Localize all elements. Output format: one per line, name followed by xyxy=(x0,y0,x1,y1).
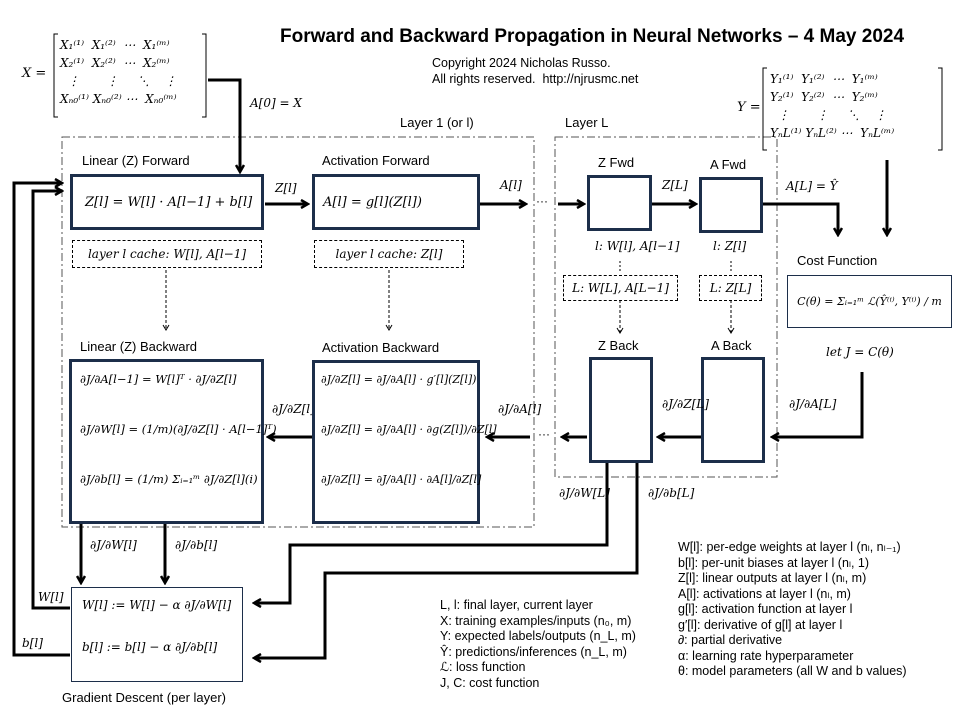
layer-L-label: Layer L xyxy=(565,115,609,130)
dbL-arrow xyxy=(254,462,639,658)
legend-item: α: learning rate hyperparameter xyxy=(678,648,854,663)
daL-label: ∂J/∂A[L] xyxy=(789,397,837,411)
copyright: Copyright 2024 Nicholas Russo. All right… xyxy=(432,55,638,87)
activation-backward-eq2: ∂J/∂Z[l] = ∂J/∂A[l] · ∂g(Z[l])/∂Z[l] xyxy=(321,423,497,436)
gd-eq-b: b[l] := b[l] − α ∂J/∂b[l] xyxy=(82,640,218,654)
dw-label: ∂J/∂W[l] xyxy=(90,538,137,552)
legend-item: Y: expected labels/outputs (n_L, m) xyxy=(440,629,636,643)
x-label: X = xyxy=(22,66,47,81)
z-fwd-title: Z Fwd xyxy=(598,155,635,170)
x-bracket-right xyxy=(202,33,207,118)
x-bracket-left xyxy=(53,33,58,118)
linear-backward-title: Linear (Z) Backward xyxy=(80,339,198,354)
z-cache-l: l: W[l], A[l−1] xyxy=(595,239,680,253)
z-arrow-label: Z[l] xyxy=(275,181,297,195)
linear-forward-equation: Z[l] = W[l] · A[l−1] + b[l] xyxy=(85,194,253,210)
copyright-line2: All rights reserved. http://njrusmc.net xyxy=(432,72,639,86)
gradient-descent-box: W[l] := W[l] − α ∂J/∂W[l] b[l] := b[l] −… xyxy=(71,587,243,682)
activation-backward-eq3: ∂J/∂Z[l] = ∂J/∂A[l] · ∂A[l]/∂Z[l] xyxy=(321,473,482,486)
legend-item: b[l]: per-unit biases at layer l (nₗ, 1) xyxy=(678,555,870,570)
a0-arrow xyxy=(208,78,240,172)
cost-function-box: C(θ) = Σᵢ₌₁ᵐ ℒ(Ŷ⁽ⁱ⁾, Y⁽ⁱ⁾) / m xyxy=(787,275,952,328)
daL-arrow xyxy=(772,372,864,437)
db-label: ∂J/∂b[l] xyxy=(175,538,218,552)
linear-backward-eq2: ∂J/∂W[l] = (1/m)(∂J/∂Z[l] · A[l−1]ᵀ) xyxy=(80,422,277,436)
dbL-label: ∂J/∂b[L] xyxy=(648,486,695,500)
legend-item: ∂: partial derivative xyxy=(678,633,783,647)
activation-forward-cache: layer l cache: Z[l] xyxy=(314,240,464,268)
x-matrix: X₁⁽¹⁾ X₁⁽²⁾ ⋯ X₁⁽ᵐ⁾ X₂⁽¹⁾ X₂⁽²⁾ ⋯ X₂⁽ᵐ⁾ … xyxy=(60,38,177,106)
legend-item: W[l]: per-edge weights at layer l (nₗ, n… xyxy=(678,540,901,554)
legend-left: L, l: final layer, current layer X: trai… xyxy=(440,598,636,691)
zL-label: Z[L] xyxy=(662,178,688,192)
y-bracket-left xyxy=(762,67,767,151)
z-fwd-box xyxy=(587,175,652,231)
dzL-label: ∂J/∂Z[L] xyxy=(662,397,709,411)
z-cache-L: L: W[L], A[L−1] xyxy=(563,275,678,301)
a-back-title: A Back xyxy=(711,338,752,353)
activation-forward-equation: A[l] = g[l](Z[l]) xyxy=(323,194,422,210)
activation-backward-eq1: ∂J/∂Z[l] = ∂J/∂A[l] · g′[l](Z[l]) xyxy=(321,373,477,386)
legend-item: Z[l]: linear outputs at layer l (nₗ, m) xyxy=(678,571,867,585)
legend-item: g′[l]: derivative of g[l] at layer l xyxy=(678,617,843,632)
forward-ellipsis: ··· xyxy=(536,194,548,208)
y-matrix: Y₁⁽¹⁾ Y₁⁽²⁾ ⋯ Y₁⁽ᵐ⁾ Y₂⁽¹⁾ Y₂⁽²⁾ ⋯ Y₂⁽ᵐ⁾ … xyxy=(770,72,895,140)
a-back-box xyxy=(701,357,765,463)
legend-item: g[l]: activation function at layer l xyxy=(678,602,853,616)
b-feedback-label: b[l] xyxy=(22,636,43,650)
linear-forward-title: Linear (Z) Forward xyxy=(82,153,190,168)
a-fwd-title: A Fwd xyxy=(710,157,747,172)
layer-1-label: Layer 1 (or l) xyxy=(400,115,474,130)
linear-backward-eq3: ∂J/∂b[l] = (1/m) Σᵢ₌₁ᵐ ∂J/∂Z[l](i) xyxy=(80,472,258,486)
a0-label: A[0] = X xyxy=(250,96,302,110)
cost-function-title: Cost Function xyxy=(797,253,878,268)
y-label: Y = xyxy=(737,100,761,115)
legend-item: ℒ: loss function xyxy=(440,660,526,674)
linear-forward-cache: layer l cache: W[l], A[l−1] xyxy=(72,240,262,268)
z-back-title: Z Back xyxy=(598,338,639,353)
y-bracket-right xyxy=(938,67,943,151)
layer-L-container xyxy=(554,136,778,478)
layer-1-container xyxy=(61,136,535,528)
legend-item: Ŷ: predictions/inferences (n_L, m) xyxy=(440,644,627,659)
cost-equation: C(θ) = Σᵢ₌₁ᵐ ℒ(Ŷ⁽ⁱ⁾, Y⁽ⁱ⁾) / m xyxy=(797,295,942,308)
backward-ellipsis: ··· xyxy=(538,427,550,441)
a-cache-L: L: Z[L] xyxy=(699,275,762,301)
dz-label: ∂J/∂Z[l] xyxy=(272,402,315,416)
linear-forward-box: Z[l] = W[l] · A[l−1] + b[l] xyxy=(70,174,264,230)
legend-item: L, l: final layer, current layer xyxy=(440,598,593,612)
a-arrow-label: A[l] xyxy=(500,178,522,192)
activation-backward-box: ∂J/∂Z[l] = ∂J/∂A[l] · g′[l](Z[l]) ∂J/∂Z[… xyxy=(312,360,497,524)
gradient-descent-title: Gradient Descent (per layer) xyxy=(62,690,227,705)
let-j-label: let J = C(θ) xyxy=(826,345,894,359)
linear-backward-eq1: ∂J/∂A[l−1] = W[l]ᵀ · ∂J/∂Z[l] xyxy=(80,372,237,386)
activation-backward-title: Activation Backward xyxy=(322,340,440,355)
w-feedback-arrow xyxy=(31,191,70,610)
aL-arrow xyxy=(763,202,838,235)
linear-backward-box: ∂J/∂A[l−1] = W[l]ᵀ · ∂J/∂Z[l] ∂J/∂W[l] =… xyxy=(69,359,277,524)
a-cache-l: l: Z[l] xyxy=(713,239,747,253)
legend-right: W[l]: per-edge weights at layer l (nₗ, n… xyxy=(678,540,907,680)
legend-item: J, C: cost function xyxy=(440,675,540,690)
aL-label: A[L] = Ŷ xyxy=(786,179,838,193)
dwL-label: ∂J/∂W[L] xyxy=(559,486,610,500)
legend-item: θ: model parameters (all W and b values) xyxy=(678,664,907,678)
b-feedback-arrow xyxy=(12,183,62,655)
z-back-box xyxy=(589,357,653,463)
activation-forward-title: Activation Forward xyxy=(322,153,430,168)
dwL-arrow xyxy=(254,462,609,603)
page-title: Forward and Backward Propagation in Neur… xyxy=(280,26,905,47)
w-feedback-label: W[l] xyxy=(38,590,64,604)
activation-forward-box: A[l] = g[l](Z[l]) xyxy=(312,174,480,230)
copyright-line1: Copyright 2024 Nicholas Russo. xyxy=(432,56,611,70)
legend-item: A[l]: activations at layer l (nₗ, m) xyxy=(678,586,851,601)
gd-eq-w: W[l] := W[l] − α ∂J/∂W[l] xyxy=(82,598,232,612)
legend-item: X: training examples/inputs (n₀, m) xyxy=(440,613,632,628)
da-label: ∂J/∂A[l] xyxy=(498,402,542,416)
a-fwd-box xyxy=(699,177,763,233)
